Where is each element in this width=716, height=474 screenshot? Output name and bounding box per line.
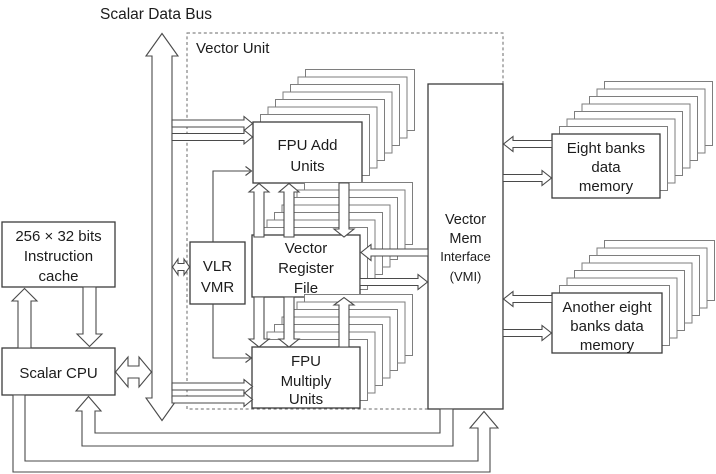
scalar-cpu-box [1, 347, 116, 396]
instruction-cache-label-line2: Instruction [24, 248, 93, 265]
vmi-label-line2: Mem [449, 231, 481, 247]
fpu-multiply-to-vrf-bus [332, 296, 356, 348]
diagram-labels: Scalar Data Bus Vector Unit 256 × 32 bit… [15, 6, 652, 408]
scalar-data-bus-label: Scalar Data Bus [100, 6, 212, 23]
fpu-add-label-line1: FPU Add [277, 137, 337, 154]
cache-to-cpu-arrow [75, 286, 104, 348]
bus-to-fpu-add-arrow-1 [171, 115, 254, 132]
scalar-cpu-label: Scalar CPU [19, 365, 97, 382]
vector-register-file-stack-front [251, 234, 361, 298]
vmr-label: VMR [201, 279, 235, 296]
fpu-add-to-vrf-bus [332, 182, 356, 238]
memory-top-to-vmi-arrow [502, 135, 553, 153]
fpu-add-units-stack [252, 69, 415, 184]
cpu-to-vmi-bottom-bus [12, 394, 500, 473]
bus-vlr-double-arrow [171, 257, 191, 277]
cpu-bus-double-arrow [114, 355, 153, 389]
another-eight-banks-label-line3: memory [580, 337, 635, 354]
eight-banks-memory-stack [551, 81, 713, 199]
vlr-to-fpu-multiply-arrowhead [245, 353, 253, 363]
eight-banks-label-line1: Eight banks [567, 140, 645, 157]
vmi-to-memory-bottom-arrow [502, 324, 553, 342]
vector-mem-interface-box [427, 83, 504, 410]
another-eight-banks-memory-stack [551, 240, 715, 354]
bus-to-fpu-add-arrow-2 [171, 128, 254, 146]
another-eight-banks-memory-stack-front [551, 292, 663, 354]
vmi-to-vrf-arrow [360, 243, 429, 262]
instruction-cache-box [1, 221, 116, 288]
scalar-data-bus-arrow [144, 32, 180, 422]
bus-to-fpu-multiply-arrow-1 [171, 378, 254, 395]
vrf-label-line1: Vector [285, 240, 328, 257]
vrf-to-vmi-arrow [359, 273, 429, 291]
fpu-multiply-label-line2: Multiply [281, 373, 332, 390]
fpu-add-label-line2: Units [290, 158, 324, 175]
vmi-label-line1: Vector [445, 212, 486, 228]
eight-banks-label-line3: memory [579, 178, 634, 195]
fpu-multiply-units-stack [251, 294, 413, 409]
stacks [251, 69, 715, 409]
fpu-multiply-units-stack-front [251, 346, 361, 409]
vrf-to-fpu-add-bus-2 [277, 182, 301, 238]
vlr-to-fpu-add-line [212, 170, 250, 242]
another-eight-banks-label-line1: Another eight [562, 299, 652, 316]
connectors [10, 32, 553, 473]
vmi-to-memory-top-arrow [502, 169, 553, 187]
vlr-to-fpu-add-arrowhead [245, 166, 253, 176]
vmi-label-line3: Interface [440, 249, 491, 264]
another-eight-banks-label-line2: banks data [570, 318, 644, 335]
vmi-to-cpu-bottom-bus [74, 395, 454, 447]
vrf-to-fpu-multiply-bus-1 [247, 296, 271, 348]
eight-banks-memory-stack-front [551, 133, 661, 199]
vlr-to-fpu-multiply-line [212, 304, 250, 359]
vrf-label-line3: File [294, 280, 318, 297]
fpu-multiply-label-line3: Units [289, 391, 323, 408]
vmi-label-line4: (VMI) [450, 269, 482, 284]
vector-unit-label: Vector Unit [196, 40, 270, 57]
bus-to-fpu-multiply-arrow-2 [171, 391, 254, 408]
vlr-vmr-box [189, 241, 246, 305]
instruction-cache-label-line1: 256 × 32 bits [15, 228, 101, 245]
vlr-label: VLR [203, 258, 232, 275]
fpu-multiply-label-line1: FPU [291, 353, 321, 370]
vrf-to-fpu-multiply-bus-2 [277, 296, 301, 348]
memory-bottom-to-vmi-arrow [502, 290, 553, 308]
instruction-cache-label-line3: cache [38, 268, 78, 285]
vrf-label-line2: Register [278, 260, 334, 277]
eight-banks-label-line2: data [591, 159, 621, 176]
vrf-to-fpu-add-bus-1 [247, 182, 271, 238]
fpu-add-units-stack-front [252, 121, 363, 184]
cpu-to-cache-arrow [10, 287, 39, 349]
